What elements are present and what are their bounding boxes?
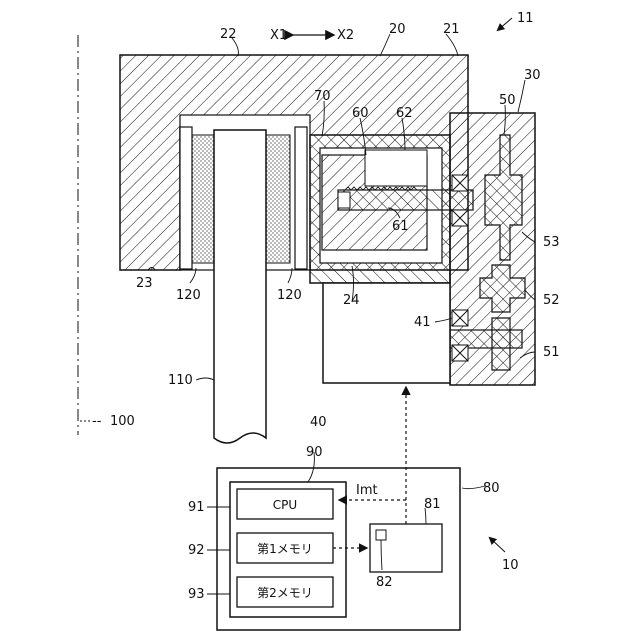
ref-110: 110: [168, 373, 193, 388]
memory2-label: 第2メモリ: [257, 586, 313, 600]
ref-21: 21: [443, 22, 460, 37]
ref-50: 50: [499, 93, 516, 108]
ref-100: 100: [110, 414, 135, 429]
ref-53: 53: [543, 235, 560, 250]
ref-20: 20: [389, 22, 406, 37]
ref-41: 41: [414, 315, 431, 330]
ref-52: 52: [543, 293, 560, 308]
ref-11: 11: [517, 11, 534, 26]
shaft-110: [214, 130, 266, 443]
memory1-label: 第1メモリ: [257, 542, 313, 556]
bearing-120-right-dots: [266, 135, 290, 263]
ref-40: 40: [310, 415, 327, 430]
ref-22: 22: [220, 27, 237, 42]
ref-100-dash: --: [92, 414, 102, 429]
signal-label-imt: Imt: [356, 483, 378, 498]
bearing-120-left-dots: [192, 135, 214, 263]
leader-11: [498, 18, 512, 30]
nut-gap-62: [365, 150, 427, 186]
ref-51: 51: [543, 345, 560, 360]
rail-right: [295, 127, 307, 269]
direction-label-x1: X1: [270, 28, 287, 43]
ref-120-right: 120: [277, 288, 302, 303]
ref-60: 60: [352, 106, 369, 121]
ref-62: 62: [396, 106, 413, 121]
ref-90: 90: [306, 445, 323, 460]
ref-23: 23: [136, 276, 153, 291]
ref-10: 10: [502, 558, 519, 573]
bearing-x-3: [452, 310, 468, 326]
bearing-x-2: [452, 210, 468, 226]
cpu-label: CPU: [273, 498, 297, 512]
ref-91: 91: [188, 500, 205, 515]
ref-80: 80: [483, 481, 500, 496]
bearing-x-1: [452, 175, 468, 191]
ref-61: 61: [392, 219, 409, 234]
ref-92: 92: [188, 543, 205, 558]
ref-70: 70: [314, 89, 331, 104]
ref-82: 82: [376, 575, 393, 590]
leader-10: [490, 538, 505, 552]
ref-93: 93: [188, 587, 205, 602]
bearing-x-4: [452, 345, 468, 361]
ref-30: 30: [524, 68, 541, 83]
rail-left: [180, 127, 192, 269]
ref-81: 81: [424, 497, 441, 512]
sensor-element-82: [376, 530, 386, 540]
ref-24: 24: [343, 293, 360, 308]
direction-label-x2: X2: [337, 28, 354, 43]
screw-tip: [338, 192, 350, 208]
ref-120-left: 120: [176, 288, 201, 303]
gear-51: [492, 318, 510, 370]
